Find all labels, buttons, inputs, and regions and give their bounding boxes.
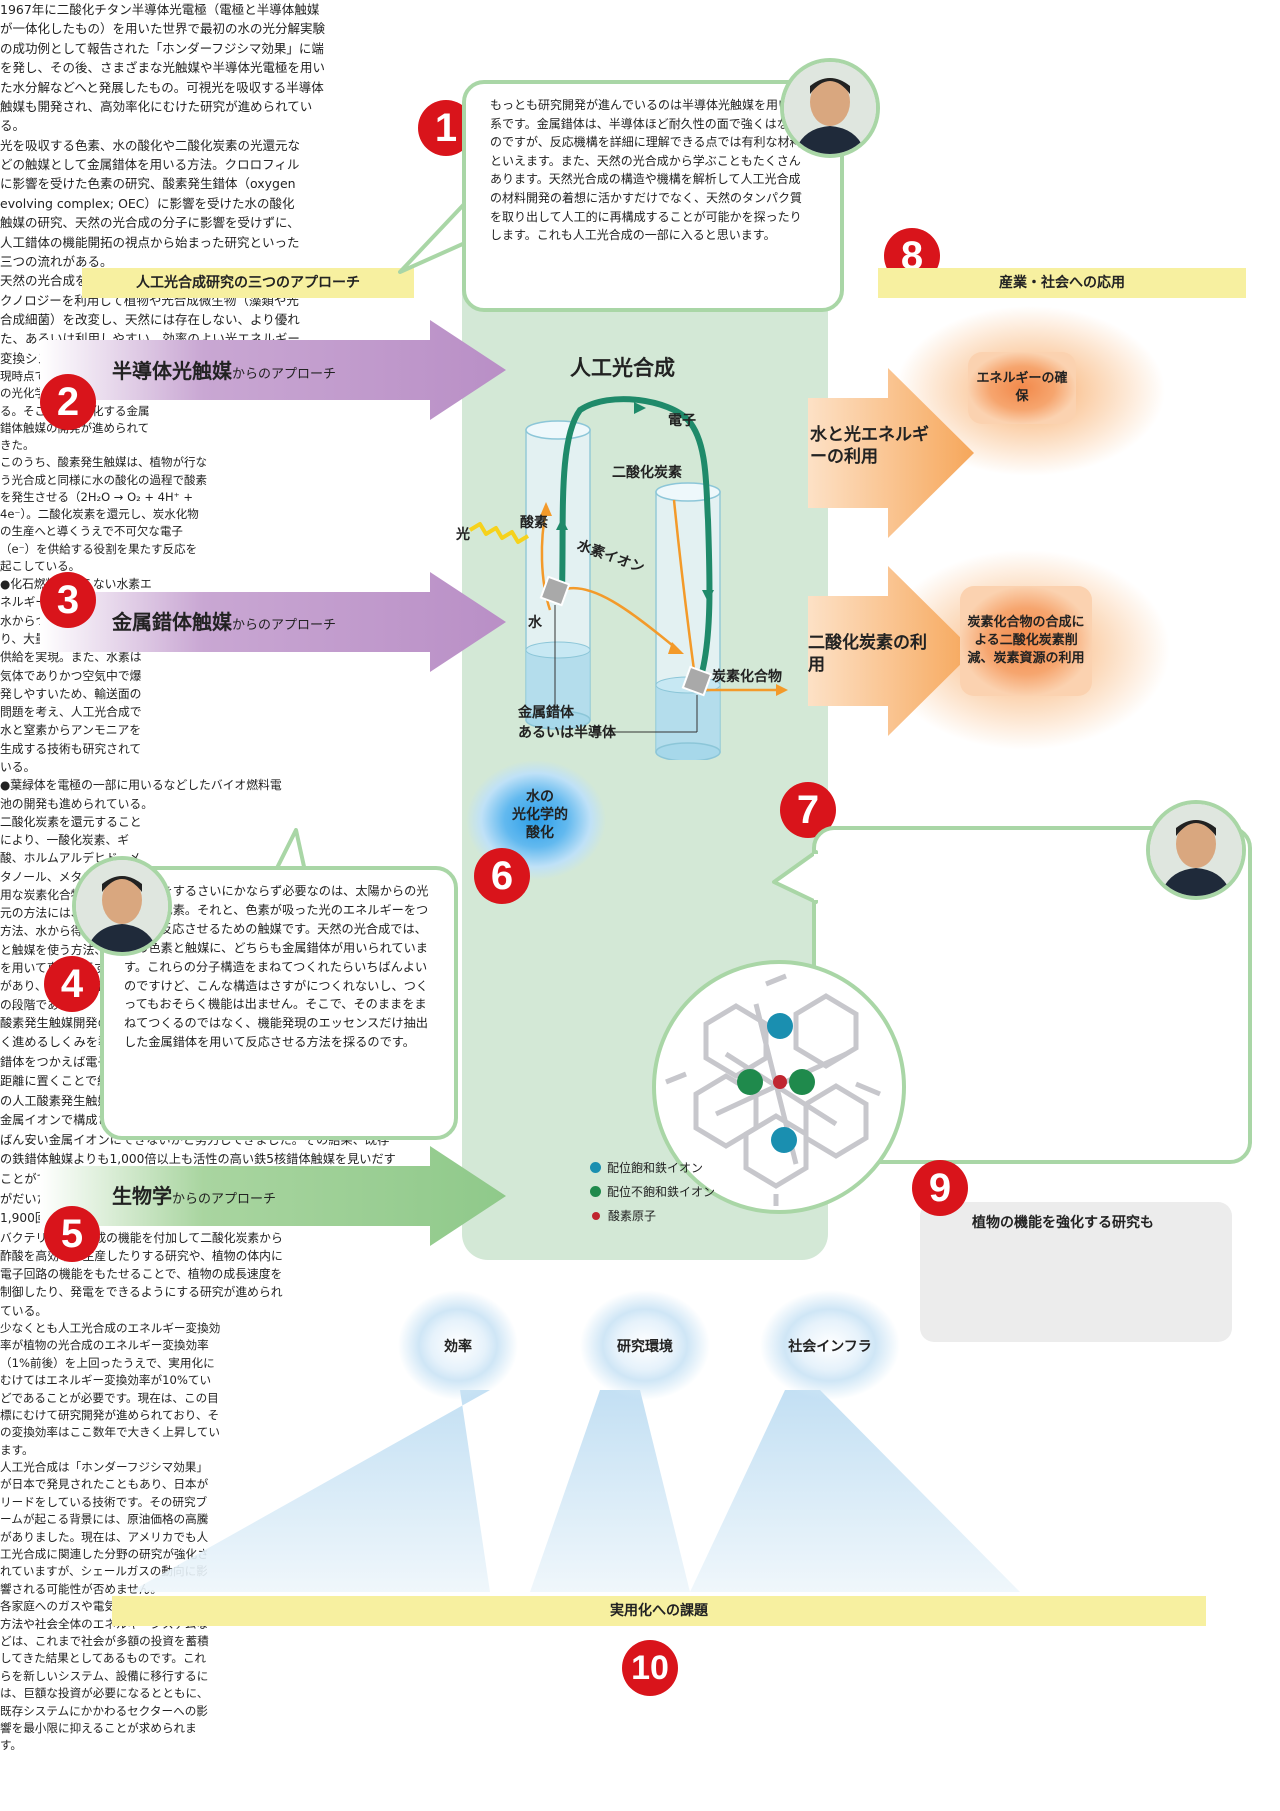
label-electron: 電子 xyxy=(668,413,696,429)
section2-number: 2 xyxy=(40,374,96,430)
unsaturated-iron-right xyxy=(789,1069,815,1095)
section1-title: 人工光合成研究の三つのアプローチ xyxy=(136,275,360,291)
label-catalyst-line2: あるいは半導体 xyxy=(518,724,616,741)
section2-arrow xyxy=(40,320,506,420)
saturated-iron-bottom xyxy=(771,1127,797,1153)
water-energy-arrow xyxy=(808,368,974,538)
efficiency-text: 少なくとも人工光合成のエネルギー変換効率が植物の光合成のエネルギー変換効率（1%… xyxy=(0,1320,221,1457)
label-oxygen: 酸素 xyxy=(520,515,548,531)
section3-heading: 金属錯体触媒からのアプローチ xyxy=(112,606,336,635)
energy-box: エネルギーの確保 xyxy=(968,352,1076,424)
section7-number: 7 xyxy=(780,782,836,838)
section3-arrow xyxy=(40,572,506,672)
arrow1-label: 水と光エネルギーの利用 xyxy=(810,425,929,468)
molecule-circle xyxy=(652,960,906,1214)
social-infra-text: 各家庭へのガスや電気エネルギーの供給方法や社会全体のエネルギーシステムなどは、こ… xyxy=(0,1599,209,1753)
section3-title: 金属錯体触媒 xyxy=(112,610,232,634)
person-icon xyxy=(1150,804,1242,896)
catalyst-square-left xyxy=(539,575,571,607)
legend-label: 酸素原子 xyxy=(608,1209,657,1223)
section10-number: 10 xyxy=(622,1640,678,1696)
label-catalyst: 金属錯体 あるいは半導体 xyxy=(518,704,616,743)
section2-suffix: からのアプローチ xyxy=(232,367,337,382)
water-oxidation-line1: 水の xyxy=(526,789,554,805)
section5-suffix: からのアプローチ xyxy=(172,1192,277,1207)
efficiency-title: 効率 xyxy=(444,1339,472,1355)
arrow2-label: 二酸化炭素の利用 xyxy=(808,633,927,676)
reaction-diagram xyxy=(468,396,788,760)
label-water: 水 xyxy=(528,615,542,631)
researcher-photo-3 xyxy=(1146,800,1246,900)
legend-label: 配位不飽和鉄イオン xyxy=(607,1185,716,1199)
diagram-title: 人工光合成 xyxy=(570,356,675,380)
electron-path xyxy=(559,396,713,683)
section4-number: 4 xyxy=(44,956,100,1012)
section9-number: 9 xyxy=(912,1160,968,1216)
hydrogen-ion-path xyxy=(561,586,679,651)
section3-number: 3 xyxy=(40,572,96,628)
section9-box xyxy=(920,1202,1232,1342)
researcher-photo-2 xyxy=(72,856,172,956)
section6-text-b: このうち、酸素発生触媒は、植物が行なう光合成と同様に水の酸化の過程で酸素を発生さ… xyxy=(0,455,207,573)
section5-arrow xyxy=(40,1146,506,1246)
section2-title: 半導体光触媒 xyxy=(112,359,232,383)
challenge-beams xyxy=(130,1390,1020,1592)
spot-research xyxy=(580,1290,710,1400)
section5-title: 生物学 xyxy=(112,1184,172,1208)
water-oxidation-line3: 酸化 xyxy=(526,825,554,842)
molecule-legend: 配位飽和鉄イオン 配位不飽和鉄イオン 酸素原子 xyxy=(590,1156,715,1228)
unsaturated-iron-left xyxy=(737,1069,763,1095)
left-cylinder xyxy=(525,420,591,730)
social-infra-title: 社会インフラ xyxy=(788,1339,872,1355)
water-oxidation-line2: 光化学的 xyxy=(512,807,568,824)
legend-dot xyxy=(590,1162,601,1173)
light-ray-icon xyxy=(468,522,530,544)
section9-title: 植物の機能を強化する研究も xyxy=(972,1215,1154,1231)
section10-title: 実用化への課題 xyxy=(610,1603,708,1619)
legend-item-saturated: 配位飽和鉄イオン xyxy=(590,1156,715,1180)
researcher-photo-1 xyxy=(780,58,880,158)
legend-item-unsaturated: 配位不飽和鉄イオン xyxy=(590,1180,715,1204)
spot-efficiency xyxy=(398,1290,518,1400)
section1-title-bar: 人工光合成研究の三つのアプローチ xyxy=(82,268,414,298)
catalyst-square-right xyxy=(681,665,713,697)
legend-dot xyxy=(590,1186,601,1197)
legend-item-oxygen: 酸素原子 xyxy=(590,1204,715,1228)
carbon-box: 炭素化合物の合成による二酸化炭素削減、炭素資源の利用 xyxy=(960,586,1092,696)
legend-dot xyxy=(592,1212,600,1220)
research-env-text: 人工光合成は「ホンダーフジシマ効果」が日本で発見されたこともあり、日本がリードを… xyxy=(0,1460,209,1596)
section3-suffix: からのアプローチ xyxy=(232,618,337,633)
section4-bubble: 光合成をするさいにかならず必要なのは、太陽からの光を吸う色素。それと、色素が吸っ… xyxy=(100,866,458,1140)
section6-number: 6 xyxy=(474,848,530,904)
molecule-structure-icon xyxy=(665,973,881,1206)
section1-bubble-text: もっとも研究開発が進んでいるのは半導体光触媒を用いた系です。金属錯体は、半導体ほ… xyxy=(490,98,803,243)
spot-infra xyxy=(760,1290,900,1400)
research-env-title: 研究環境 xyxy=(617,1339,673,1355)
label-carbon-compound: 炭素化合物 xyxy=(712,669,782,685)
section7-bubble-tail xyxy=(772,850,824,904)
saturated-iron-top xyxy=(767,1013,793,1039)
label-co2: 二酸化炭素 xyxy=(612,465,682,481)
legend-label: 配位飽和鉄イオン xyxy=(607,1161,704,1175)
section1-bubble: もっとも研究開発が進んでいるのは半導体光触媒を用いた系です。金属錯体は、半導体ほ… xyxy=(462,80,844,312)
section4-bubble-text: 光合成をするさいにかならず必要なのは、太陽からの光を吸う色素。それと、色素が吸っ… xyxy=(124,884,429,1050)
person-icon xyxy=(76,860,168,952)
section2-text: 1967年に二酸化チタン半導体光電極（電極と半導体触媒が一体化したもの）を用いた… xyxy=(0,2,326,134)
section10-title-bar: 実用化への課題 xyxy=(112,1596,1206,1626)
oxygen-atom xyxy=(773,1075,787,1089)
water-oxidation-label: 水の 光化学的 酸化 xyxy=(510,788,570,843)
label-light: 光 xyxy=(456,527,470,543)
person-icon xyxy=(784,62,876,154)
co2-use-arrow xyxy=(808,566,974,736)
section5-number: 5 xyxy=(44,1206,100,1262)
section8-title-bar: 産業・社会への応用 xyxy=(878,268,1246,298)
section5-heading: 生物学からのアプローチ xyxy=(112,1180,276,1209)
section3-text: 光を吸収する色素、水の酸化や二酸化炭素の光還元などの触媒として金属錯体を用いる方… xyxy=(0,137,301,269)
label-catalyst-line1: 金属錯体 xyxy=(518,705,574,721)
section8-text1b: ●葉緑体を電極の一部に用いるなどしたバイオ燃料電池の開発も進められている。 xyxy=(0,778,282,811)
section2-heading: 半導体光触媒からのアプローチ xyxy=(112,355,336,384)
section8-title: 産業・社会への応用 xyxy=(999,275,1125,291)
